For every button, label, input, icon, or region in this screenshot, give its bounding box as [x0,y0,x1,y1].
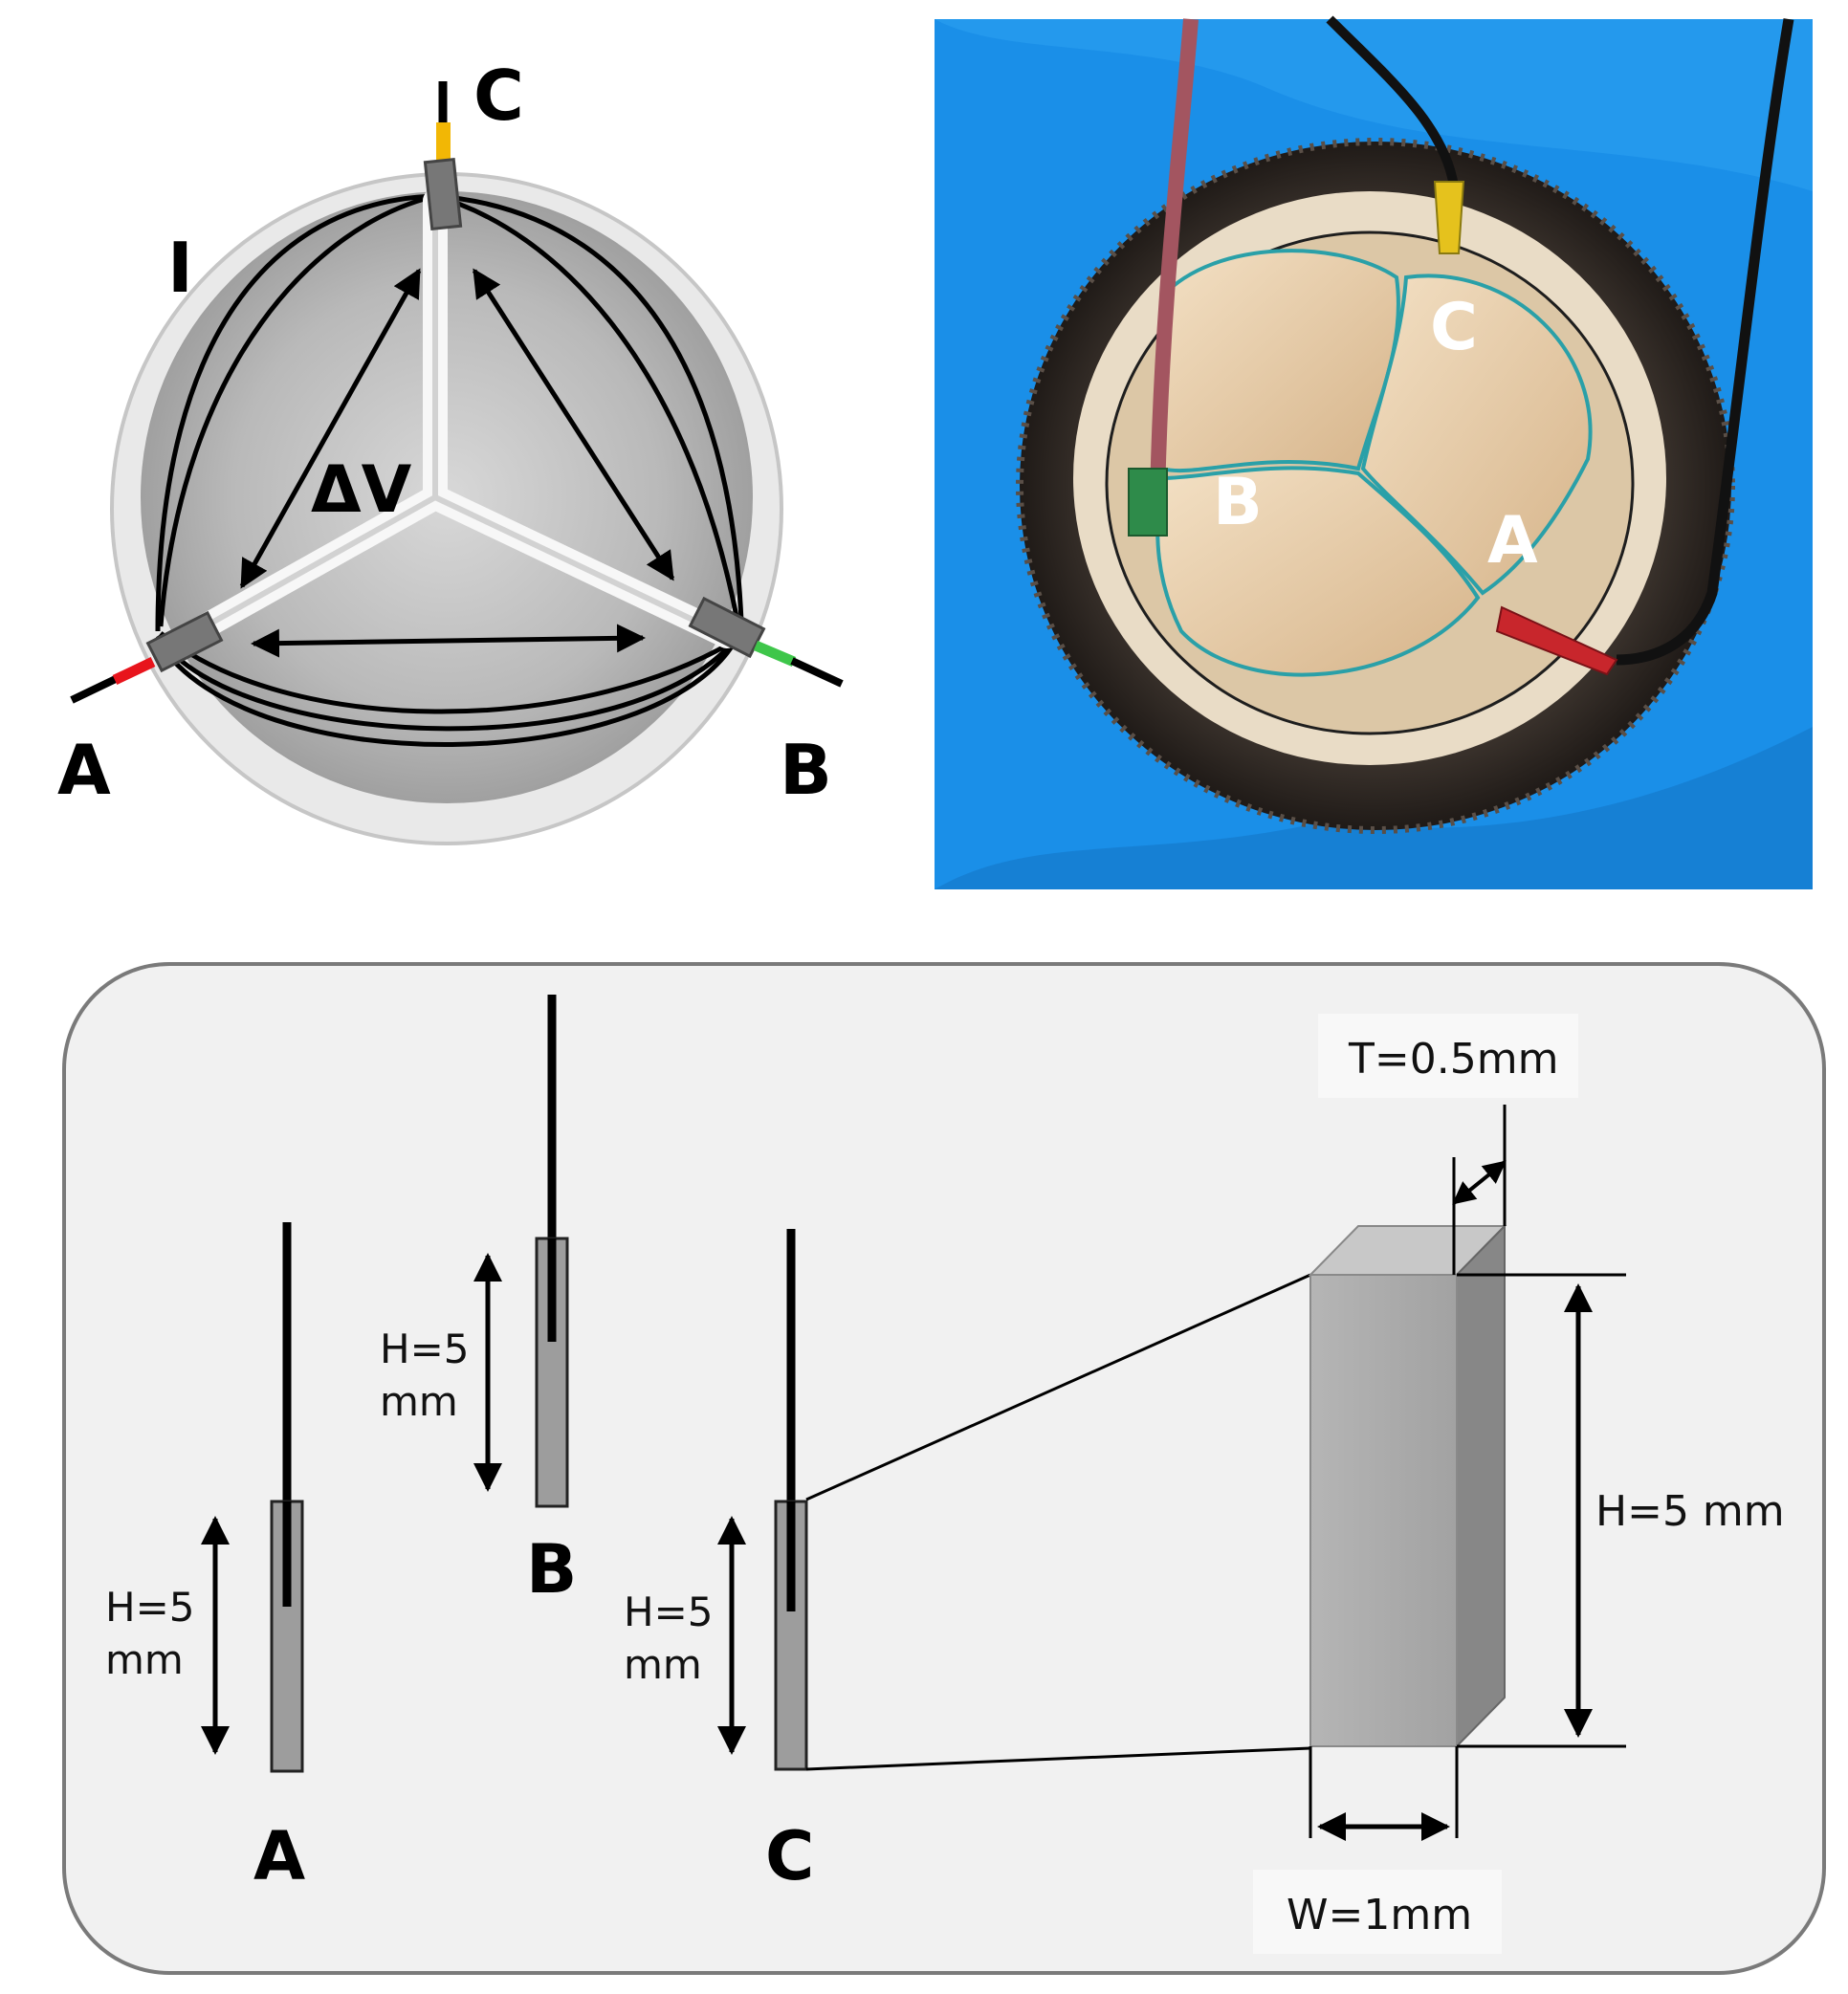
electrode-b-label: B [526,1530,577,1609]
electrode-c-height-line2: mm [624,1641,702,1688]
width-label: W=1mm [1287,1891,1472,1939]
width-dimension: W=1mm [1253,1746,1502,1954]
valve-label-a: A [57,730,111,810]
valve-leaflets [1155,249,1593,677]
electrode-panel: H=5 mm A H=5 mm B H=5 mm C [62,962,1826,1975]
electrode-a-height-line1: H=5 [105,1584,195,1631]
current-label: I [167,228,193,308]
electrode-c-label: C [765,1817,814,1895]
zoom-line-bottom [805,1746,1311,1771]
valve-electrode-c [423,81,463,231]
photo-label-b: B [1213,465,1263,540]
electrode-a-height-line2: mm [105,1636,184,1683]
valve-electrode-a [70,610,224,704]
valve-label-c: C [473,55,524,136]
photo-label-c: C [1430,290,1478,365]
valve-electrode-b [688,596,844,688]
electrode-c: H=5 mm C [624,1229,814,1895]
thickness-dimension: T=0.5mm [1318,1014,1578,1275]
height-label: H=5 mm [1595,1487,1785,1536]
zoom-line-top [805,1273,1311,1501]
voltage-arrows [239,268,675,658]
electrode-b: H=5 mm B [380,995,577,1609]
photo-label-a: A [1487,503,1538,579]
valve-photo: C B A [935,15,1813,889]
panel-background [62,962,1826,1975]
thickness-label: T=0.5mm [1348,1035,1558,1084]
valve-label-b: B [780,730,832,810]
valve-schematic: C A B I ΔV [57,55,844,845]
voltage-label: ΔV [311,452,412,528]
electrode-c-height-line1: H=5 [624,1589,714,1635]
height-dimension: H=5 mm [1457,1273,1785,1748]
electrode-a-label: A [253,1817,305,1895]
electrode-b-height-line2: mm [380,1378,458,1425]
electrode-detail-block [1308,1223,1507,1749]
electrode-a: H=5 mm A [105,1222,305,1895]
electrode-b-height-line1: H=5 [380,1326,470,1372]
